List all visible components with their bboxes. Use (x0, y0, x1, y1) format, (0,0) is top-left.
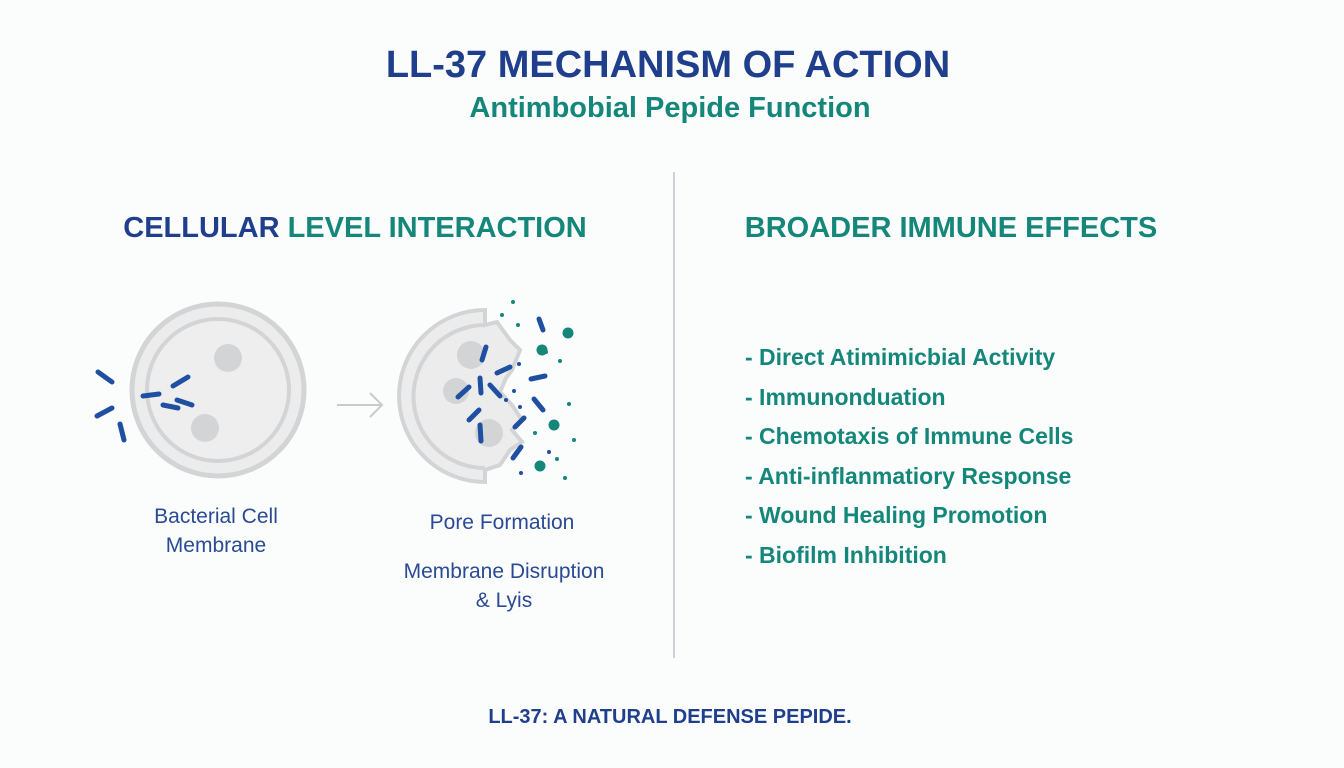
list-item: - Immunonduation (745, 383, 946, 410)
page-title: LL-37 MECHANISM OF ACTION (385, 44, 951, 86)
membrane-disruption-label-line1: Membrane Disruption (403, 560, 605, 583)
peptide-rods-attacking (94, 369, 195, 443)
section-divider (673, 172, 675, 658)
membrane-disruption-label-line2: & Lyis (475, 589, 533, 612)
list-item: - Wound Healing Promotion (745, 502, 1048, 529)
lysis-debris (500, 300, 576, 480)
heading-part-1: CELLULAR (123, 212, 280, 244)
list-item: - Chemotaxis of Immune Cells (745, 423, 1074, 450)
footer-caption: LL-37: A NATURAL DEFENSE PEPIDE. (488, 706, 852, 728)
list-item: - Anti-inflanmatiory Response (745, 462, 1072, 489)
peptide-rods-lysis (455, 316, 548, 461)
immune-effects-list: - Direct Atimimicbial Activity - Immunon… (745, 342, 1073, 580)
list-item: - Biofilm Inhibition (745, 541, 947, 568)
bacterial-cell-label-line2: Membrane (165, 534, 267, 557)
section-heading-immune: BROADER IMMUNE EFFECTS (744, 212, 1158, 244)
page-subtitle: Antimbobial Pepide Function (469, 92, 871, 124)
heading-part-2: LEVEL INTERACTION (287, 212, 587, 244)
pore-formation-label: Pore Formation (429, 511, 575, 534)
arrow-icon (337, 392, 384, 418)
section-heading-cellular: CELLULAR LEVEL INTERACTION (123, 212, 586, 245)
intact-bacterial-cell (129, 301, 307, 479)
bacterial-cell-label-line1: Bacterial Cell (154, 505, 278, 528)
list-item: - Direct Atimimicbial Activity (745, 344, 1056, 370)
membrane-disruption-label: Membrane Disruption & Lyis (404, 557, 605, 615)
